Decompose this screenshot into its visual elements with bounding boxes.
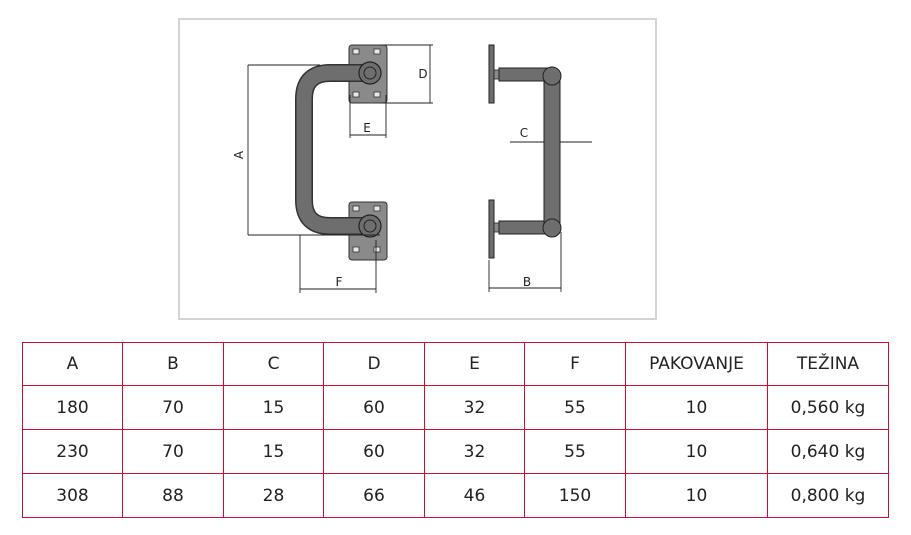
table-cell: 70 bbox=[122, 385, 224, 430]
dim-label-e: E bbox=[363, 121, 371, 135]
table-header-row: A B C D E F PAKOVANJE TEŽINA bbox=[22, 342, 889, 386]
side-grip-bar bbox=[543, 74, 561, 228]
table-row: 308 88 28 66 46 150 10 0,800 kg bbox=[22, 473, 889, 518]
table-cell: 66 bbox=[323, 473, 425, 518]
table-cell: 10 bbox=[625, 473, 768, 518]
table-cell: 0,560 kg bbox=[767, 385, 889, 430]
spec-table: A B C D E F PAKOVANJE TEŽINA 180 70 15 6… bbox=[22, 342, 889, 518]
table-cell: 10 bbox=[625, 385, 768, 430]
header-cell: PAKOVANJE bbox=[625, 342, 768, 386]
table-cell: 70 bbox=[122, 429, 224, 474]
dim-label-a: A bbox=[232, 150, 246, 159]
dim-label-d: D bbox=[418, 67, 427, 81]
handle-drawing-svg: A D E F C B bbox=[232, 44, 592, 293]
table-cell: 0,640 kg bbox=[767, 429, 889, 474]
dim-label-b: B bbox=[523, 275, 531, 289]
header-cell: A bbox=[22, 342, 123, 386]
header-cell: C bbox=[223, 342, 324, 386]
bottom-screw-holes bbox=[352, 205, 381, 253]
header-cell: D bbox=[323, 342, 425, 386]
table-cell: 308 bbox=[22, 473, 123, 518]
dim-label-f: F bbox=[336, 275, 343, 289]
table-cell: 180 bbox=[22, 385, 123, 430]
header-cell: TEŽINA bbox=[767, 342, 889, 386]
table-row: 180 70 15 60 32 55 10 0,560 kg bbox=[22, 385, 889, 430]
table-cell: 10 bbox=[625, 429, 768, 474]
table-row: 230 70 15 60 32 55 10 0,640 kg bbox=[22, 429, 889, 474]
dim-label-c: C bbox=[520, 126, 528, 140]
side-top-plate bbox=[488, 44, 495, 104]
table-cell: 46 bbox=[424, 473, 525, 518]
table-cell: 60 bbox=[323, 385, 425, 430]
table-cell: 55 bbox=[524, 429, 626, 474]
table-cell: 15 bbox=[223, 429, 324, 474]
table-cell: 150 bbox=[524, 473, 626, 518]
top-fitting bbox=[358, 61, 382, 85]
table-cell: 28 bbox=[223, 473, 324, 518]
bottom-fitting bbox=[358, 214, 382, 238]
header-cell: F bbox=[524, 342, 626, 386]
table-cell: 55 bbox=[524, 385, 626, 430]
table-cell: 0,800 kg bbox=[767, 473, 889, 518]
table-cell: 60 bbox=[323, 429, 425, 474]
table-cell: 230 bbox=[22, 429, 123, 474]
header-cell: B bbox=[122, 342, 224, 386]
top-screw-holes bbox=[352, 48, 381, 98]
table-cell: 15 bbox=[223, 385, 324, 430]
table-cell: 32 bbox=[424, 385, 525, 430]
table-cell: 32 bbox=[424, 429, 525, 474]
side-bottom-plate bbox=[488, 199, 495, 259]
table-cell: 88 bbox=[122, 473, 224, 518]
technical-drawing: A D E F C B bbox=[178, 18, 657, 320]
header-cell: E bbox=[424, 342, 525, 386]
